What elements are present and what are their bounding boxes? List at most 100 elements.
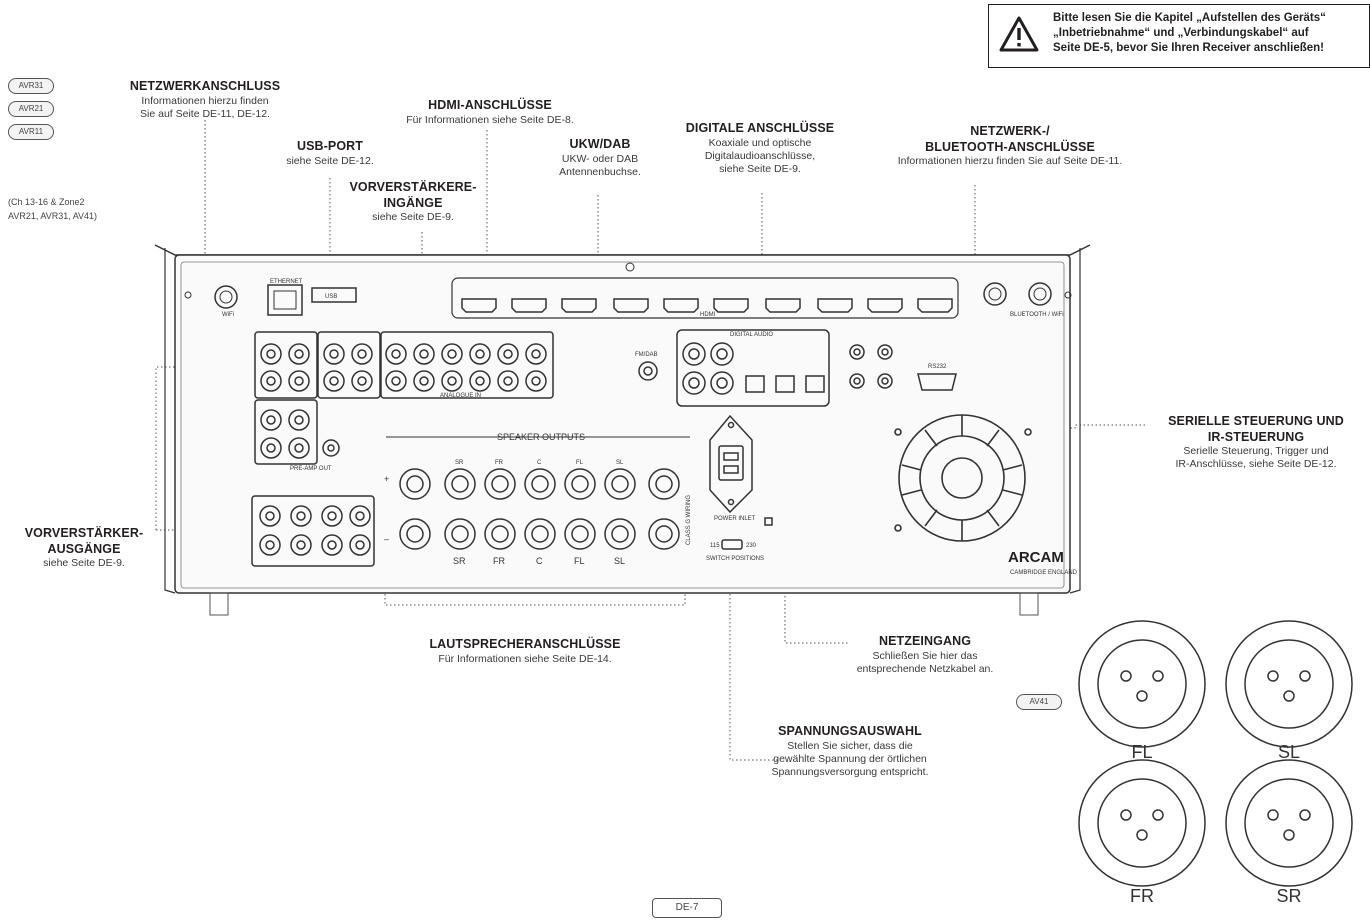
page-number: DE-7 — [652, 898, 722, 918]
bluetooth-antenna-connectors — [983, 282, 1052, 306]
callout-vorverst-out-title1: VORVERSTÄRKER- — [24, 526, 144, 540]
warning-box: Bitte lesen Sie die Kapitel „Aufstellen … — [988, 4, 1370, 68]
rca-inputs — [254, 331, 554, 399]
callout-vorverst-in-line1: siehe Seite DE-9. — [372, 211, 454, 224]
speaker-top-fr: FR — [495, 460, 504, 466]
callout-ukw-line1: UKW- oder DAB — [561, 152, 639, 165]
warning-icon — [999, 16, 1039, 52]
xlr-label-sl: SL — [1277, 742, 1301, 762]
callout-lautsprecher-line1: Für Informationen siehe Seite DE-14. — [438, 652, 612, 665]
callout-netzwerkanschluss: NETZWERKANSCHLUSS Informationen hierzu f… — [90, 79, 320, 121]
callout-netzeingang: NETZEINGANG Schließen Sie hier das entsp… — [820, 634, 1030, 676]
callout-seriell-line2: IR-Anschlüsse, siehe Seite DE-12. — [1175, 458, 1337, 471]
speaker-bottom-sl: SL — [614, 556, 625, 566]
speaker-bottom-fl: FL — [574, 556, 585, 566]
warning-line-2: „Inbetriebnahme“ und „Verbindungskabel“ … — [1053, 26, 1309, 39]
callout-digital-line2: Digitalaudioanschlüsse, — [704, 149, 816, 162]
rs232-label: RS232 — [928, 364, 947, 370]
analogue-in-label: ANALOGUE IN — [440, 393, 481, 399]
speaker-top-sl: SL — [616, 460, 624, 466]
callout-bluetooth-title2: BLUETOOTH-ANSCHLÜSSE — [925, 139, 1095, 154]
voltage-230-label: 230 — [746, 543, 757, 549]
usb-label: USB — [325, 294, 337, 300]
bluetooth-label: BLUETOOTH / WiFi — [1010, 312, 1064, 318]
callout-seriell-line1: Serielle Steuerung, Trigger und — [1183, 445, 1329, 458]
fan-grille — [894, 414, 1032, 542]
callout-digital-title: DIGITALE ANSCHLÜSSE — [685, 121, 835, 135]
speaker-outputs-label: SPEAKER OUTPUTS — [497, 432, 585, 442]
callout-vorverst-out-line1: siehe Seite DE-9. — [43, 557, 125, 570]
callout-netzwerk-line2: Sie auf Seite DE-11, DE-12. — [140, 107, 270, 120]
wifi-antenna-connector: WiFi — [214, 285, 238, 318]
callout-ukw-dab: UKW/DAB UKW- oder DAB Antennenbuchse. — [530, 137, 670, 179]
callout-bluetooth: NETZWERK-/ BLUETOOTH-ANSCHLÜSSE Informat… — [860, 124, 1160, 168]
callout-bluetooth-title1: NETZWERK-/ — [970, 124, 1050, 138]
xlr-connectors — [1078, 620, 1353, 887]
callout-vorverstaerker-ausgaenge: VORVERSTÄRKER- AUSGÄNGE siehe Seite DE-9… — [4, 526, 164, 570]
brand-logo: ARCAM — [1008, 549, 1064, 566]
zone-preout-block — [254, 399, 340, 465]
hdmi-label: HDMI — [700, 312, 716, 318]
model-badge-av41: AV41 — [1016, 694, 1062, 710]
callout-seriell-title2: IR-STEUERUNG — [1207, 429, 1305, 444]
callout-usb: USB-PORT siehe Seite DE-12. — [250, 139, 410, 168]
brand-subtext: CAMBRIDGE ENGLAND — [1010, 570, 1078, 576]
callout-ukw-title: UKW/DAB — [569, 137, 631, 151]
callout-seriell: SERIELLE STEUERUNG UND IR-STEUERUNG Seri… — [1148, 414, 1364, 472]
digital-audio-block — [676, 329, 830, 407]
callout-usb-title: USB-PORT — [296, 139, 364, 153]
callout-spannung-line3: Spannungsversorgung entspricht. — [771, 765, 929, 778]
preamp-out-label: PRE-AMP OUT — [290, 466, 332, 472]
model-badge-avr11: AVR11 — [8, 124, 54, 140]
speaker-bottom-fr: FR — [493, 556, 505, 566]
callout-usb-line1: siehe Seite DE-12. — [286, 154, 374, 167]
callout-netzwerk-line1: Informationen hierzu finden — [141, 94, 269, 107]
callout-netzeingang-line2: entsprechende Netzkabel an. — [856, 662, 994, 675]
power-inlet-label: POWER INLET — [714, 516, 756, 522]
chassis — [154, 244, 1091, 616]
warning-text: Bitte lesen Sie die Kapitel „Aufstellen … — [1053, 11, 1326, 56]
rs232-port — [917, 373, 957, 391]
minus-sign: – — [384, 534, 389, 544]
model-badge-avr21: AVR21 — [8, 101, 54, 117]
speaker-bottom-sr: SR — [453, 556, 466, 566]
warning-line-3: Seite DE-5, bevor Sie Ihren Receiver ans… — [1053, 41, 1324, 54]
callout-digital-line3: siehe Seite DE-9. — [719, 162, 801, 175]
hdmi-strip: HDMI — [451, 277, 959, 319]
callout-digital-line1: Koaxiale und optische — [708, 136, 812, 149]
wifi-label: WiFi — [222, 312, 234, 318]
callout-netzeingang-line1: Schließen Sie hier das — [872, 649, 978, 662]
callout-vorverst-in-title1: VORVERSTÄRKERE- — [349, 180, 477, 194]
xlr-fr — [1078, 759, 1206, 887]
callout-bluetooth-line1: Informationen hierzu finden Sie auf Seit… — [897, 155, 1123, 168]
channels-note: (Ch 13-16 & Zone2 AVR21, AVR31, AV41) — [8, 196, 97, 223]
xlr-label-sr: SR — [1276, 886, 1302, 906]
class-g-label: CLASS G WIRING — [686, 495, 692, 545]
ethernet-label: ETHERNET — [270, 279, 303, 285]
callout-ukw-line2: Antennenbuchse. — [559, 165, 641, 178]
switch-positions-label: SWITCH POSITIONS — [706, 556, 764, 562]
callout-digitale-anschluesse: DIGITALE ANSCHLÜSSE Koaxiale und optisch… — [660, 121, 860, 176]
callout-lautsprecher-title: LAUTSPRECHERANSCHLÜSSE — [429, 637, 621, 651]
xlr-sr — [1225, 759, 1353, 887]
speaker-top-c: C — [537, 460, 542, 466]
plus-sign: + — [384, 474, 389, 484]
callout-lautsprecher: LAUTSPRECHERANSCHLÜSSE Für Informationen… — [400, 637, 650, 666]
power-inlet — [709, 414, 773, 550]
warning-line-1: Bitte lesen Sie die Kapitel „Aufstellen … — [1053, 12, 1326, 24]
callout-hdmi: HDMI-ANSCHLÜSSE Für Informationen siehe … — [370, 98, 610, 127]
trigger-ir-jacks — [849, 344, 893, 389]
model-badge-avr31: AVR31 — [8, 78, 54, 94]
callout-spannungsauswahl: SPANNUNGSAUSWAHL Stellen Sie sicher, das… — [730, 724, 970, 779]
voltage-115-label: 115 — [710, 543, 720, 549]
xlr-fl — [1078, 620, 1206, 748]
callout-spannung-line2: gewählte Spannung der örtlichen — [773, 752, 927, 765]
antenna-label: FM/DAB — [635, 352, 658, 358]
callout-vorverst-out-title2: AUSGÄNGE — [47, 541, 121, 556]
speaker-top-fl: FL — [576, 460, 584, 466]
callout-vorverstaerker-eingaenge: VORVERSTÄRKERE- INGÄNGE siehe Seite DE-9… — [333, 180, 493, 224]
preamp-out-block — [251, 495, 375, 567]
callout-netzeingang-title: NETZEINGANG — [878, 634, 972, 648]
speaker-outputs: SPEAKER OUTPUTS + – SR FR C FL SL SR FR … — [384, 432, 692, 566]
